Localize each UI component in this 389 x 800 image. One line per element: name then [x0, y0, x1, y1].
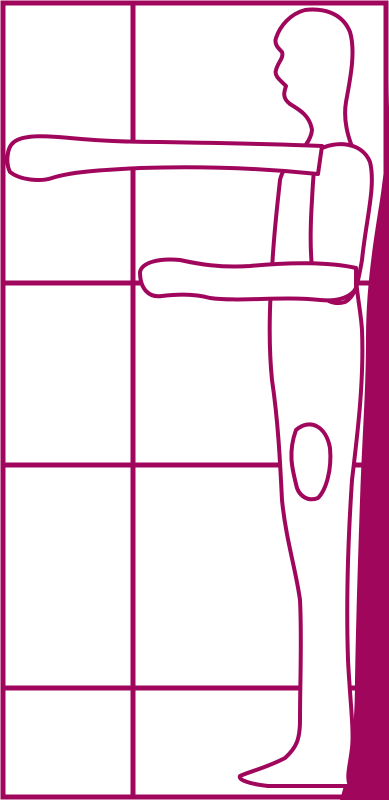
- hand: [291, 424, 330, 499]
- human-figure: [7, 10, 371, 786]
- body-outline: [240, 10, 364, 786]
- lower-arm: [140, 260, 356, 301]
- forearm: [7, 136, 322, 180]
